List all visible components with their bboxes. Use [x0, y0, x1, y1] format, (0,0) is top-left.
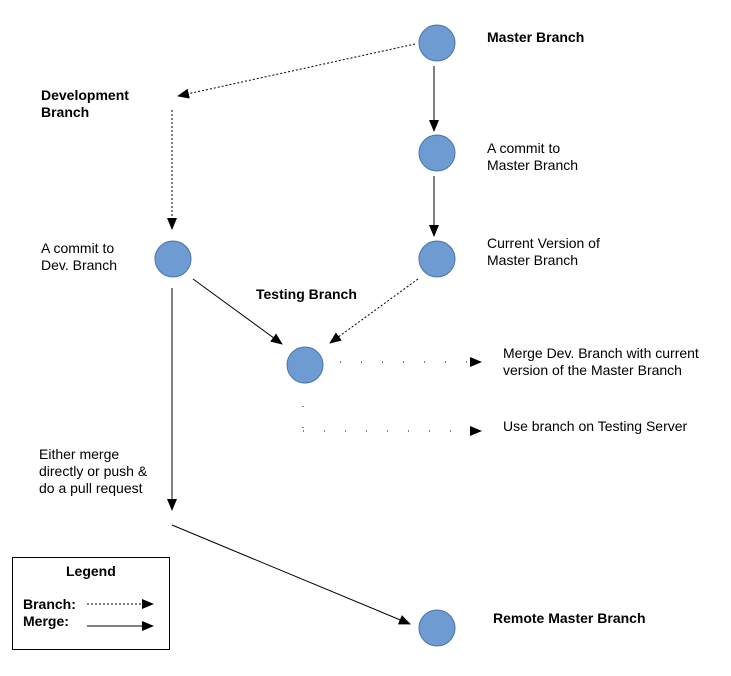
node-testing-branch — [286, 346, 324, 384]
node-commit-dev — [154, 240, 192, 278]
node-master-branch — [418, 24, 456, 62]
label-either-merge-line-1: Either merge — [39, 446, 120, 462]
label-either-merge-line-2: directly or push & — [39, 463, 148, 479]
label-either-merge: Either merge directly or push & do a pul… — [39, 446, 147, 497]
label-commit-master-line-1: A commit to — [487, 140, 561, 156]
legend-merge-label: Merge: — [23, 613, 69, 629]
node-commit-master — [418, 134, 456, 172]
node-current-version — [418, 240, 456, 278]
label-development-line-1: Development — [41, 87, 129, 103]
label-master-branch: Master Branch — [487, 29, 585, 45]
label-testing-branch: Testing Branch — [256, 286, 357, 302]
label-development-line-2: Branch — [41, 104, 90, 120]
label-commit-master: A commit to Master Branch — [487, 140, 578, 174]
label-merge-dev: Merge Dev. Branch with current version o… — [503, 345, 699, 379]
label-commit-dev-line-2: Dev. Branch — [41, 257, 117, 273]
label-merge-dev-line-2: version of the Master Branch — [503, 362, 682, 378]
arrow-master-to-development — [177, 43, 416, 99]
label-commit-dev: A commit to Dev. Branch — [41, 240, 117, 274]
label-remote-master: Remote Master Branch — [493, 610, 646, 626]
legend-branch-label: Branch: — [23, 596, 76, 612]
arrow-dev-commit-to-testing — [192, 278, 283, 345]
label-either-merge-line-3: do a pull request — [39, 480, 143, 496]
label-current-version-line-1: Current Version of — [487, 235, 600, 251]
legend — [12, 557, 170, 650]
node-remote-master — [418, 609, 456, 647]
arrow-to-remote-master — [171, 524, 411, 625]
label-development-branch: Development Branch — [41, 87, 129, 121]
legend-title: Legend — [66, 563, 116, 579]
label-merge-dev-line-1: Merge Dev. Branch with current — [503, 345, 699, 361]
label-current-version-line-2: Master Branch — [487, 252, 579, 268]
label-current-version: Current Version of Master Branch — [487, 235, 600, 269]
label-commit-master-line-2: Master Branch — [487, 157, 579, 173]
label-commit-dev-line-1: A commit to — [41, 240, 115, 256]
label-use-branch: Use branch on Testing Server — [503, 418, 688, 434]
